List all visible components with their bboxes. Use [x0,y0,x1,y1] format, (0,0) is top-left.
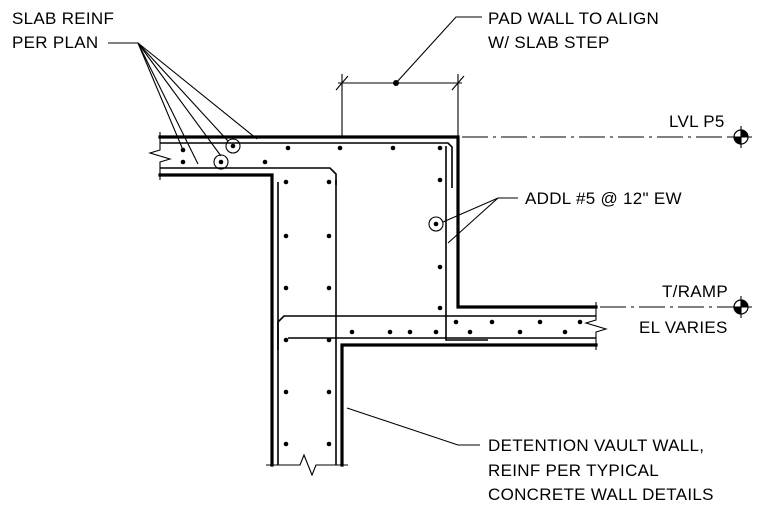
level-lines [462,136,732,308]
detention-label-line2: REINF PER TYPICAL [488,461,659,480]
level-p5-label: LVL P5 [669,112,725,131]
bar-dot [326,441,332,447]
bar-dot [433,329,439,335]
dimension-tick [451,75,465,91]
bar-dot [285,145,291,151]
bar-dot [326,389,332,395]
leader-slab-reinf [137,42,184,151]
bar-dot [262,159,268,165]
pad-wall-label-line1: PAD WALL TO ALIGN [488,9,659,28]
bar-dot [283,179,289,185]
leader-slab-reinf [137,42,258,140]
leader-addl-bars [442,197,518,223]
leader-lines [108,16,518,446]
bar-dot [230,143,236,149]
bar-dot [387,329,393,335]
upper-slab-underside [158,173,274,467]
bar-dot [562,329,568,335]
reinforcing-bars [160,142,596,465]
bar-callout-circles [213,138,444,232]
bar-dot [326,337,332,343]
bar-dot [326,233,332,239]
upper-slab-top-bar [160,142,453,188]
pad-wall-dimension [335,74,465,137]
level-marker-fill [741,130,748,137]
pad-wall-bar [445,146,488,341]
bar-dot [283,441,289,447]
level-marker-fill [734,137,741,144]
leader-slab-reinf [137,42,222,157]
bar-dot [326,179,332,185]
leader-slab-reinf [137,42,199,165]
dimension-tick [335,75,349,91]
concrete-outline [158,135,598,467]
callout-circle [213,154,229,170]
bar-dot [537,319,543,325]
wall-bottom-break [266,453,348,477]
upper-slab-bottom-bar [160,167,337,185]
bar-dot [437,264,443,270]
level-marker-fill [741,300,748,307]
bar-dot [283,233,289,239]
addl-bars-label: ADDL #5 @ 12" EW [525,189,682,208]
upper-slab-top-edge [158,135,598,309]
bar-dot [577,319,583,325]
el-varies-label: EL VARIES [639,318,728,337]
level-marker-t-ramp [730,296,752,318]
level-marker-p5 [730,126,752,148]
bar-dots [180,143,583,447]
detention-label-line1: DETENTION VAULT WALL, [488,436,704,455]
bar-dot [326,285,332,291]
labels: SLAB REINF PER PLAN PAD WALL TO ALIGN W/… [12,9,728,504]
slab-reinf-label-line2: PER PLAN [12,33,99,52]
pad-wall-label-line2: W/ SLAB STEP [488,33,610,52]
bar-dot [437,177,443,183]
leader-slab-reinf [137,42,229,142]
leader-pad-wall [395,16,482,84]
bar-dot [218,159,224,165]
bar-dot [453,319,459,325]
slab-reinf-label-line1: SLAB REINF [12,9,114,28]
bar-dot [337,145,343,151]
lower-slab-top-bar [277,315,596,350]
bar-dot [489,319,495,325]
level-marker-fill [734,307,741,314]
leader-addl-bars [447,197,499,244]
break-lines [148,132,608,477]
bar-dot [467,329,473,335]
bar-dot [517,329,523,335]
leader-detention-wall [346,407,480,446]
right-slab-break [584,302,608,350]
left-slab-break [148,132,172,180]
bar-dot [283,285,289,291]
bar-dot [407,329,413,335]
bar-dot [283,389,289,395]
callout-circle [428,216,444,232]
callout-circle [225,138,241,154]
lower-slab-underside [340,343,598,467]
bar-dot [437,305,443,311]
bar-dot [437,145,443,151]
detention-label-line3: CONCRETE WALL DETAILS [488,485,714,504]
bar-dot [433,221,439,227]
bar-dot [390,145,396,151]
t-ramp-label: T/RAMP [662,282,728,301]
bar-dot [283,337,289,343]
bar-dot [349,329,355,335]
bar-dot [180,159,186,165]
